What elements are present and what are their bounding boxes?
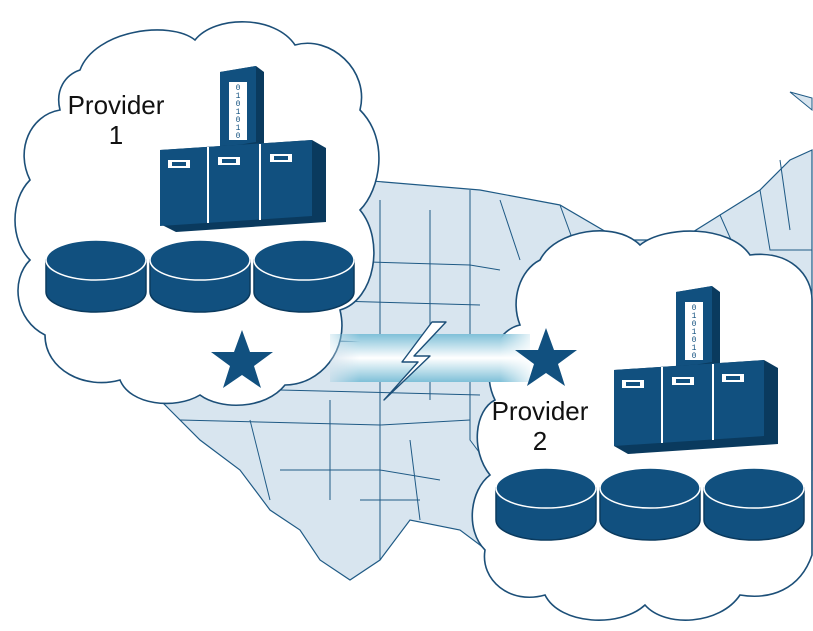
svg-text:1: 1 bbox=[236, 108, 241, 117]
server-tower-bits: 0 1 0 1 0 1 0 bbox=[692, 304, 697, 361]
svg-text:0: 0 bbox=[692, 320, 697, 329]
svg-text:1: 1 bbox=[692, 328, 697, 337]
server-rack-icon bbox=[160, 140, 326, 232]
interconnect-link bbox=[330, 321, 530, 401]
svg-text:0: 0 bbox=[236, 116, 241, 125]
database-disk-icon bbox=[45, 239, 147, 313]
svg-text:0: 0 bbox=[692, 336, 697, 345]
svg-text:0: 0 bbox=[692, 304, 697, 313]
svg-text:1: 1 bbox=[692, 312, 697, 321]
us-map-northeast-tip bbox=[789, 91, 813, 112]
provider-2-label: Provider bbox=[491, 396, 589, 426]
provider-2-equipment: 0 1 0 1 0 1 0 bbox=[495, 286, 805, 541]
database-disk-icon bbox=[149, 239, 251, 313]
provider-1-equipment: 0 1 0 1 0 1 0 bbox=[45, 66, 355, 388]
provider-1-number: 1 bbox=[108, 120, 124, 150]
us-state-borders bbox=[179, 159, 812, 560]
svg-text:1: 1 bbox=[236, 124, 241, 133]
svg-text:0: 0 bbox=[236, 132, 241, 141]
provider-1-label: Provider bbox=[67, 90, 165, 120]
server-tower-bits: 0 1 0 1 0 1 0 bbox=[236, 84, 241, 141]
server-rack-icon bbox=[614, 360, 778, 454]
svg-text:0: 0 bbox=[236, 100, 241, 109]
star-icon bbox=[515, 328, 577, 386]
svg-text:1: 1 bbox=[692, 344, 697, 353]
svg-text:1: 1 bbox=[236, 92, 241, 101]
database-disk-icon bbox=[253, 239, 355, 313]
server-tower-icon: 0 1 0 1 0 1 0 bbox=[220, 66, 264, 154]
server-tower-icon: 0 1 0 1 0 1 0 bbox=[676, 286, 720, 374]
database-disk-icon bbox=[703, 467, 805, 541]
database-disk-icon bbox=[599, 467, 701, 541]
star-icon bbox=[211, 330, 273, 388]
svg-text:0: 0 bbox=[236, 84, 241, 93]
database-disk-icon bbox=[495, 467, 597, 541]
svg-text:0: 0 bbox=[692, 352, 697, 361]
lightning-bolt-icon bbox=[383, 321, 447, 401]
provider-2-number: 2 bbox=[532, 426, 548, 456]
